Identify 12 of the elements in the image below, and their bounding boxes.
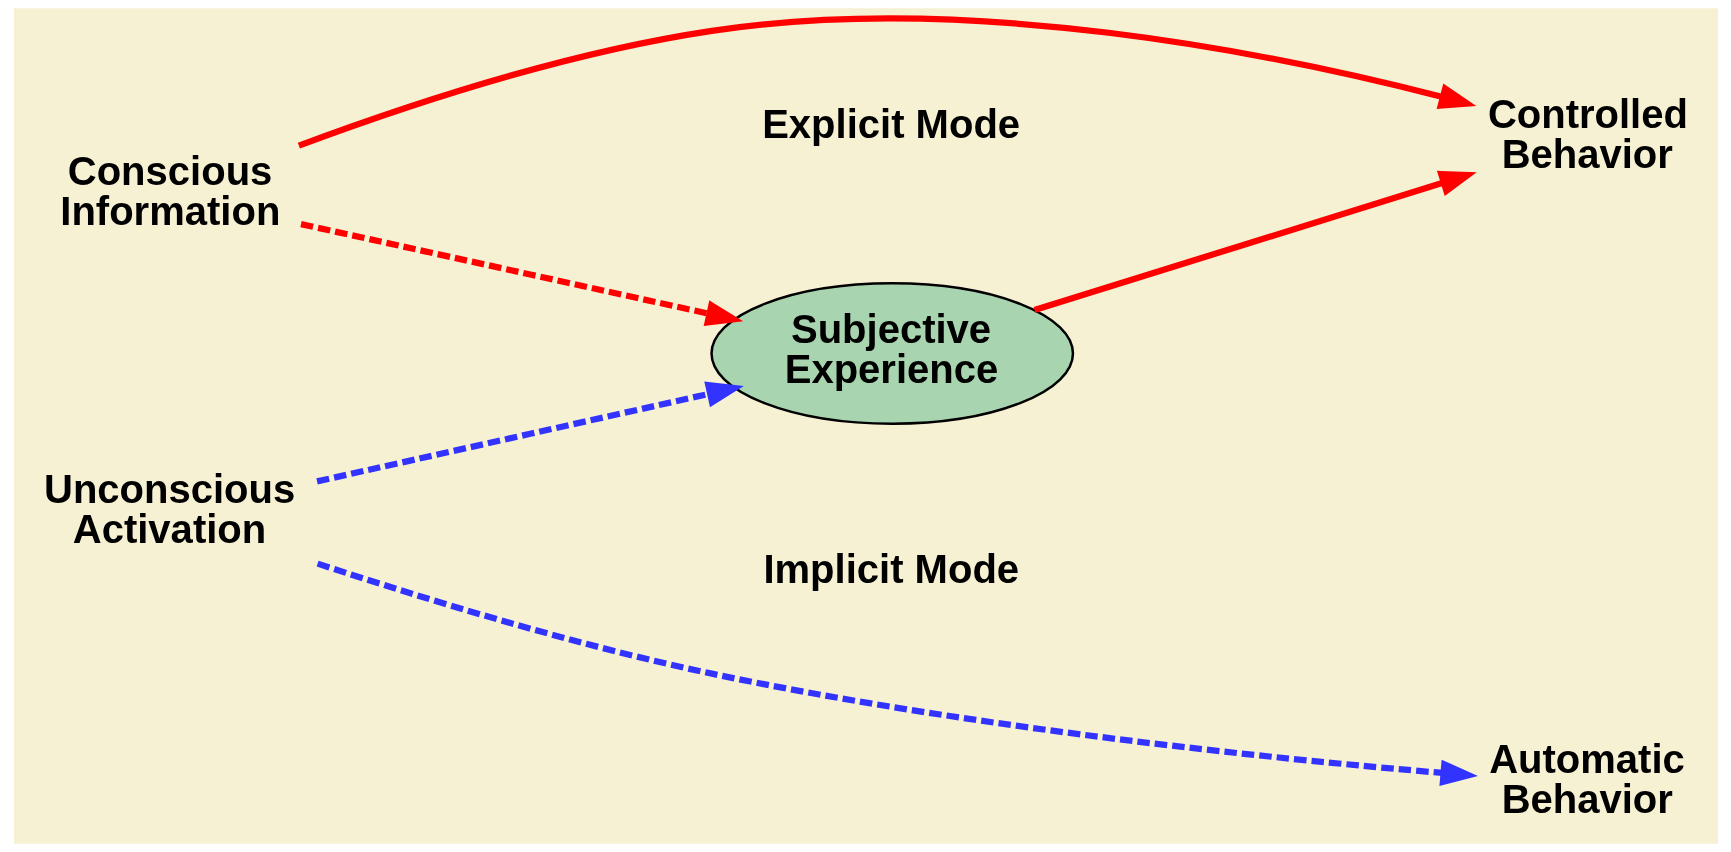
node-ellipse: Subjective Experience bbox=[709, 282, 1074, 425]
node-text: Controlled Behavior bbox=[1487, 91, 1688, 176]
label: Explicit Mode bbox=[761, 101, 1020, 146]
node-text: Unconscious Activation bbox=[43, 467, 295, 552]
label: Implicit Mode bbox=[762, 547, 1019, 592]
arrow bbox=[315, 381, 744, 485]
node-text: Automatic Behavior bbox=[1488, 737, 1685, 822]
arrow bbox=[299, 221, 743, 327]
arrow bbox=[316, 560, 1478, 786]
node-text: Conscious Information bbox=[59, 149, 280, 234]
arrow bbox=[297, 15, 1476, 149]
arrow bbox=[1033, 170, 1477, 313]
